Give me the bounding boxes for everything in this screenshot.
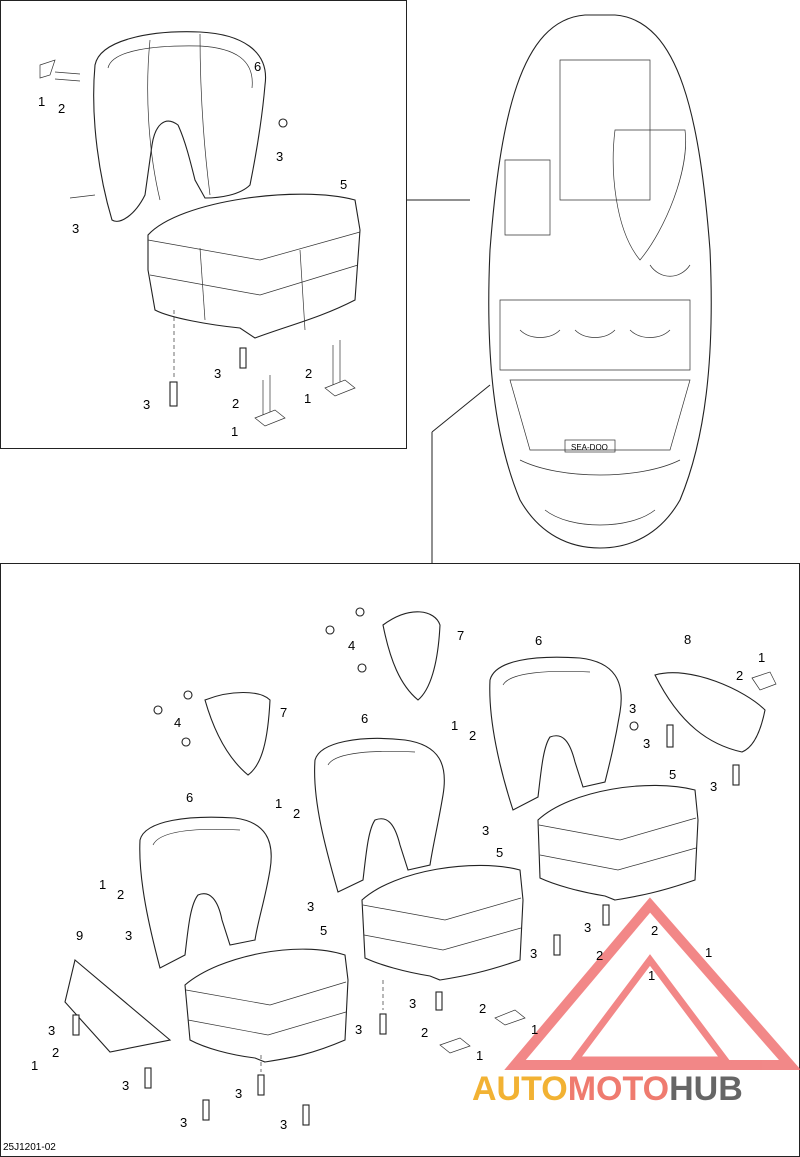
- callout-1: 1: [476, 1048, 483, 1063]
- callout-2: 2: [469, 728, 476, 743]
- callout-1: 1: [99, 877, 106, 892]
- callout-6: 6: [186, 790, 193, 805]
- callout-5: 5: [320, 923, 327, 938]
- watermark-triangle: [504, 897, 800, 1070]
- callout-3: 3: [307, 899, 314, 914]
- callout-3: 3: [180, 1115, 187, 1130]
- callout-3: 3: [355, 1022, 362, 1037]
- leader-line: [431, 384, 491, 433]
- callout-1: 1: [758, 650, 765, 665]
- callout-3: 3: [584, 920, 591, 935]
- callout-3: 3: [530, 946, 537, 961]
- logo-part-hub: HUB: [669, 1070, 743, 1108]
- callout-3: 3: [214, 366, 221, 381]
- callout-2: 2: [117, 887, 124, 902]
- backrest: [93, 31, 267, 222]
- callout-2: 2: [736, 668, 743, 683]
- callout-2: 2: [305, 366, 312, 381]
- callout-3: 3: [482, 823, 489, 838]
- watercraft-illustration: [488, 14, 712, 549]
- callout-1: 1: [231, 424, 238, 439]
- logo-part-auto: AUTO: [472, 1070, 568, 1108]
- callout-1: 1: [648, 968, 655, 983]
- callout-2: 2: [651, 923, 658, 938]
- callout-4: 4: [174, 715, 181, 730]
- callout-1: 1: [275, 796, 282, 811]
- logo-part-moto: MOTO: [567, 1070, 670, 1108]
- callout-5: 5: [496, 845, 503, 860]
- callout-6: 6: [535, 633, 542, 648]
- brand-label: SEA-DOO: [571, 443, 608, 452]
- callout-2: 2: [232, 396, 239, 411]
- callout-3: 3: [235, 1086, 242, 1101]
- callout-7: 7: [280, 705, 287, 720]
- callout-8: 8: [684, 632, 691, 647]
- watermark-logo: AUTOMOTOHUB: [472, 1070, 743, 1109]
- callout-1: 1: [705, 945, 712, 960]
- callout-5: 5: [669, 767, 676, 782]
- seat-assembly-left: [64, 690, 349, 1126]
- callout-3: 3: [629, 701, 636, 716]
- callout-3: 3: [122, 1078, 129, 1093]
- callout-3: 3: [125, 928, 132, 943]
- callout-6: 6: [254, 59, 261, 74]
- seat-cushion: [147, 193, 361, 339]
- callout-2: 2: [479, 1001, 486, 1016]
- callout-6: 6: [361, 711, 368, 726]
- callout-1: 1: [451, 718, 458, 733]
- callout-3: 3: [409, 996, 416, 1011]
- drawing-code: 25J1201-02: [3, 1142, 56, 1153]
- callout-1: 1: [304, 391, 311, 406]
- callout-4: 4: [348, 638, 355, 653]
- callout-1: 1: [531, 1022, 538, 1037]
- seat-assembly-right: [489, 656, 777, 956]
- callout-1: 1: [38, 94, 45, 109]
- callout-2: 2: [596, 948, 603, 963]
- callout-7: 7: [457, 628, 464, 643]
- callout-5: 5: [340, 177, 347, 192]
- callout-3: 3: [72, 221, 79, 236]
- callout-3: 3: [276, 149, 283, 164]
- callout-3: 3: [710, 779, 717, 794]
- callout-3: 3: [643, 736, 650, 751]
- seat-assembly-top: [39, 31, 361, 427]
- callout-1: 1: [31, 1058, 38, 1073]
- callout-2: 2: [58, 101, 65, 116]
- callout-3: 3: [280, 1117, 287, 1132]
- callout-2: 2: [293, 806, 300, 821]
- callout-3: 3: [143, 397, 150, 412]
- seat-assembly-middle: [314, 607, 526, 1054]
- callout-3: 3: [48, 1023, 55, 1038]
- callout-9: 9: [76, 928, 83, 943]
- callout-2: 2: [421, 1025, 428, 1040]
- callout-2: 2: [52, 1045, 59, 1060]
